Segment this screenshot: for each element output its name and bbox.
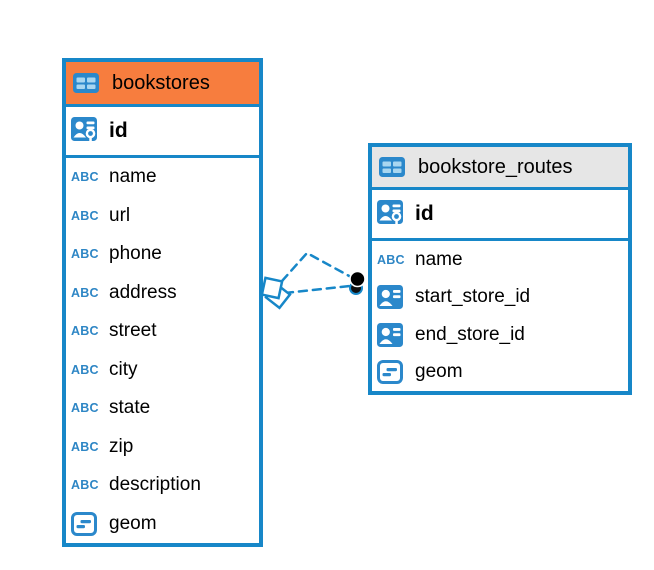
- column-name: state: [109, 397, 151, 419]
- column-list: ABC name ABC url ABC phone ABC address A…: [66, 158, 259, 543]
- column-name: id: [415, 202, 434, 225]
- text-type-icon: ABC: [71, 208, 99, 223]
- table-name: bookstore_routes: [418, 155, 573, 178]
- text-type-icon: ABC: [71, 439, 99, 454]
- column-row[interactable]: ABC street: [66, 312, 259, 351]
- entity-bookstores[interactable]: bookstores id ABC name ABC url ABC phone…: [62, 58, 263, 547]
- text-type-icon: ABC: [71, 170, 99, 184]
- column-row[interactable]: ABC phone: [66, 235, 259, 274]
- relationship-line[interactable]: [283, 284, 352, 295]
- column-row[interactable]: ABC state: [66, 389, 259, 428]
- column-name: url: [109, 204, 131, 226]
- column-name: phone: [109, 243, 162, 265]
- entity-bookstore-routes[interactable]: bookstore_routes id ABC name start_store…: [368, 143, 632, 395]
- column-row[interactable]: start_store_id: [372, 278, 628, 316]
- text-type-icon: ABC: [71, 478, 99, 492]
- table-name: bookstores: [112, 71, 210, 94]
- primary-key-icon: [71, 116, 101, 146]
- column-row[interactable]: ABC zip: [66, 427, 259, 466]
- column-row-id[interactable]: id: [372, 190, 628, 241]
- column-name: start_store_id: [415, 286, 531, 308]
- column-row[interactable]: ABC url: [66, 196, 259, 235]
- column-list: ABC name start_store_id end_store_id ge: [372, 241, 628, 391]
- column-name: id: [109, 119, 128, 142]
- table-icon: [379, 157, 409, 177]
- primary-key-icon: [377, 199, 407, 229]
- text-type-icon: ABC: [71, 247, 99, 261]
- column-row[interactable]: ABC city: [66, 350, 259, 389]
- text-type-icon: ABC: [71, 324, 99, 338]
- column-name: geom: [415, 361, 463, 383]
- geometry-type-icon: [377, 360, 407, 385]
- column-name: street: [109, 320, 157, 342]
- entity-header-bookstore-routes[interactable]: bookstore_routes: [372, 147, 628, 190]
- reference-type-icon: [377, 285, 407, 310]
- column-name: address: [109, 281, 177, 303]
- column-row[interactable]: ABC name: [372, 241, 628, 279]
- text-type-icon: ABC: [71, 362, 99, 377]
- text-type-icon: ABC: [71, 285, 99, 300]
- column-name: description: [109, 474, 201, 496]
- column-row[interactable]: ABC address: [66, 273, 259, 312]
- column-row-id[interactable]: id: [66, 107, 259, 158]
- column-name: geom: [109, 512, 157, 534]
- geometry-type-icon: [71, 511, 101, 536]
- relationship-line[interactable]: [280, 251, 353, 283]
- column-row[interactable]: ABC name: [66, 158, 259, 197]
- column-name: end_store_id: [415, 323, 525, 345]
- text-type-icon: ABC: [71, 401, 99, 415]
- column-name: city: [109, 358, 138, 380]
- relationship-dot-marker: [349, 270, 366, 295]
- column-name: name: [109, 166, 157, 188]
- column-row[interactable]: geom: [66, 504, 259, 543]
- text-type-icon: ABC: [377, 252, 405, 267]
- column-row[interactable]: ABC description: [66, 466, 259, 505]
- column-name: name: [415, 248, 463, 270]
- column-row[interactable]: end_store_id: [372, 316, 628, 354]
- column-name: zip: [109, 435, 134, 457]
- relationship-diamond-marker: [260, 276, 292, 310]
- entity-header-bookstores[interactable]: bookstores: [66, 62, 259, 107]
- reference-type-icon: [377, 322, 407, 347]
- table-icon: [73, 73, 103, 93]
- column-row[interactable]: geom: [372, 353, 628, 391]
